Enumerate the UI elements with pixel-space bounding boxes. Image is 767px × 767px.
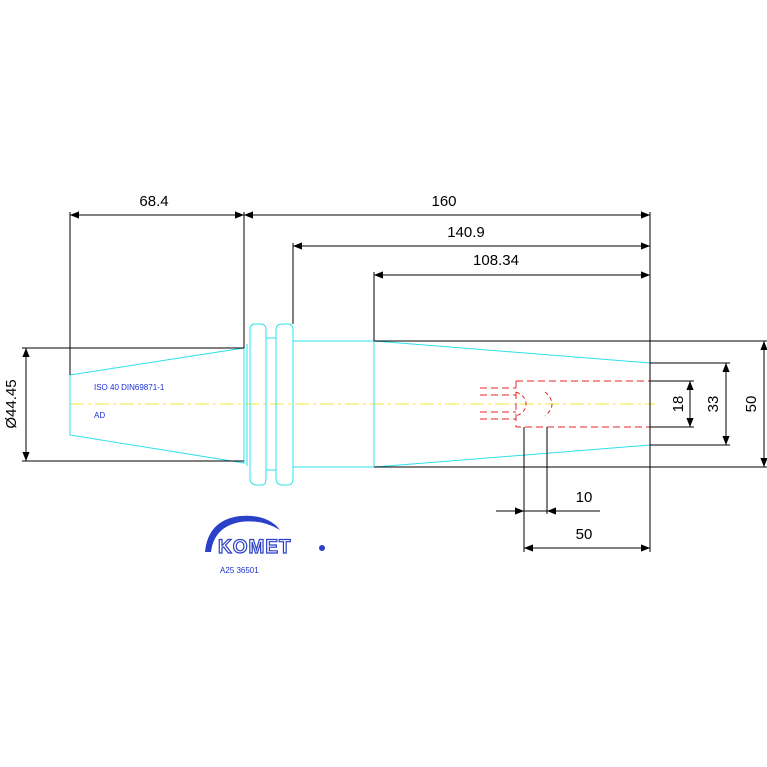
dim-33: 33 bbox=[705, 396, 722, 413]
registered-mark bbox=[319, 545, 325, 551]
dimension-lines bbox=[22, 211, 767, 552]
dim-50-vertical: 50 bbox=[743, 396, 760, 413]
dim-108-34: 108.34 bbox=[473, 252, 519, 269]
dim-140-9: 140.9 bbox=[447, 224, 485, 241]
dim-dia-44-45: Ø44.45 bbox=[3, 379, 20, 428]
dim-18: 18 bbox=[670, 396, 687, 413]
standard-label: ISO 40 DIN69871-1 bbox=[94, 383, 165, 392]
logo-text: KOMET bbox=[218, 537, 292, 558]
dim-68-4: 68.4 bbox=[139, 193, 168, 210]
variant-label: AD bbox=[94, 411, 105, 420]
komet-logo: KOMET bbox=[205, 515, 325, 559]
part-number: A25 36501 bbox=[220, 566, 259, 575]
dim-160: 160 bbox=[431, 193, 456, 210]
extension-lines bbox=[22, 212, 767, 552]
tool-holder-outline bbox=[69, 323, 651, 486]
hidden-bore bbox=[480, 380, 650, 428]
dim-10: 10 bbox=[576, 489, 593, 506]
taper-shank bbox=[69, 347, 245, 464]
flange bbox=[249, 323, 294, 486]
dim-50-horizontal: 50 bbox=[576, 526, 593, 543]
collar bbox=[293, 340, 375, 468]
komet-arc-logo-icon bbox=[205, 515, 280, 552]
